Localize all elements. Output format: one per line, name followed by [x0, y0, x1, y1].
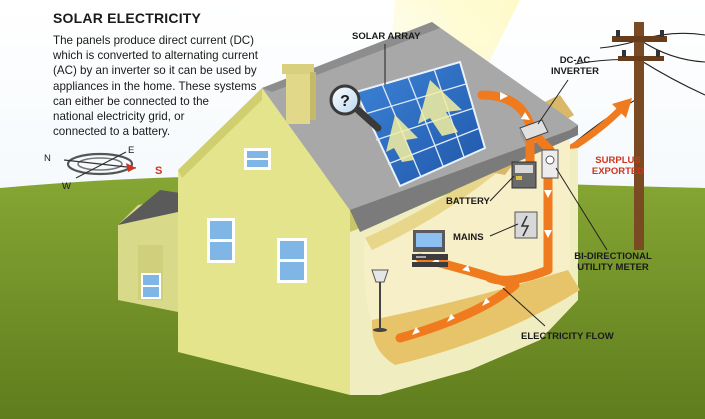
battery-box: [511, 161, 537, 189]
description-text: The panels produce direct current (DC) w…: [53, 33, 285, 139]
label-surplus-line1: SURPLUS: [595, 155, 641, 166]
compass-n: N: [44, 153, 51, 164]
diagram-title: SOLAR ELECTRICITY: [53, 10, 202, 26]
description-line: appliances in the home. These systems: [53, 79, 257, 93]
description-line: The panels produce direct current (DC): [53, 34, 255, 47]
dc-ac-inverter-box: [519, 119, 549, 146]
appliance-computer: [412, 230, 448, 267]
utility-meter-box: [541, 149, 559, 179]
compass-e: E: [128, 145, 135, 156]
description-line: which is converted to alternating curren…: [53, 49, 258, 63]
description-line: (AC) by an inverter so it can be used by: [53, 64, 257, 78]
surplus-arrowhead: [612, 98, 632, 118]
mains-switch: [514, 211, 538, 239]
utility-pole: [612, 22, 667, 250]
chimney: [282, 64, 316, 124]
label-solar-array: SOLAR ARRAY: [352, 31, 421, 42]
right-window: [277, 238, 307, 283]
floor-lamp: [371, 269, 389, 332]
label-battery: BATTERY: [446, 196, 490, 207]
label-utility-meter: BI-DIRECTIONAL UTILITY METER: [568, 251, 658, 273]
solar-panel-array: [354, 60, 487, 188]
label-meter-line2: UTILITY METER: [577, 262, 649, 273]
magnifier-symbol: ?: [340, 93, 350, 110]
description-line: connected to a battery.: [53, 125, 171, 139]
label-mains: MAINS: [453, 232, 484, 243]
compass-w: W: [62, 181, 71, 192]
label-leader-lines: [384, 44, 608, 327]
label-meter-line1: BI-DIRECTIONAL: [574, 251, 652, 262]
label-electricity-flow: ELECTRICITY FLOW: [521, 331, 614, 342]
label-dc-ac-line2: INVERTER: [550, 66, 600, 77]
attic-window: [244, 148, 271, 170]
description-line: national electricity grid, or: [53, 110, 185, 124]
sunbeam-inner: [440, 0, 505, 95]
left-window: [207, 218, 235, 263]
label-surplus-line2: EXPORTED: [591, 166, 645, 177]
compass-s: S: [155, 165, 163, 177]
compass-rose: [63, 151, 137, 179]
label-surplus-exported: SURPLUS EXPORTED: [583, 155, 653, 177]
extension-window: [141, 273, 161, 299]
label-dc-ac-inverter: DC-AC INVERTER: [540, 55, 610, 77]
magnifier-icon: [329, 84, 382, 132]
label-dc-ac-line1: DC-AC: [559, 55, 591, 66]
description-line: can either be connected to the: [53, 94, 209, 108]
house-windows: [207, 148, 307, 283]
